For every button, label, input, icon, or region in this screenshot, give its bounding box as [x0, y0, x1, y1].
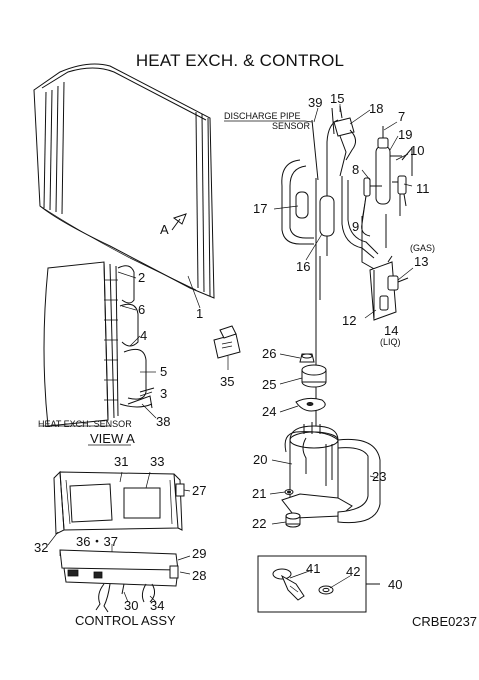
diagram-title: HEAT EXCH. & CONTROL — [136, 51, 344, 70]
callout-38: 38 — [156, 414, 170, 429]
callout-11: 11 — [416, 181, 430, 196]
service-valve-block — [369, 255, 409, 321]
callout-22: 22 — [252, 516, 266, 531]
view-a-label: VIEW A — [90, 431, 135, 446]
discharge-pipe-sensor-label-2: SENSOR — [272, 121, 311, 131]
callout-5: 5 — [160, 364, 167, 379]
callout-15: 15 — [330, 91, 344, 106]
leader-lines — [47, 104, 414, 603]
callout-7: 7 — [398, 109, 405, 124]
compressor-stack — [281, 353, 381, 528]
callout-23: 23 — [372, 469, 386, 484]
callout-20: 20 — [253, 452, 267, 467]
callout-24: 24 — [262, 404, 276, 419]
parts-kit-box — [257, 555, 380, 613]
callout-39: 39 — [308, 95, 322, 110]
callout-25: 25 — [262, 377, 276, 392]
callout-21: 21 — [252, 486, 266, 501]
heat-exch-sensor-label: HEAT EXCH. SENSOR — [38, 419, 132, 429]
callout-14: 14 — [384, 323, 398, 338]
diagram-code: CRBE0237 — [412, 614, 477, 629]
callout-30: 30 — [124, 598, 138, 613]
control-board — [59, 549, 179, 613]
callout-3: 3 — [160, 386, 167, 401]
view-a-detail — [40, 261, 155, 427]
view-a-marker: A — [160, 222, 169, 237]
control-box — [53, 470, 185, 535]
gas-label: (GAS) — [410, 243, 435, 253]
callout-42: 42 — [346, 564, 360, 579]
callout-36-37: 36・37 — [76, 534, 118, 549]
callout-2: 2 — [138, 270, 145, 285]
callout-27: 27 — [192, 483, 206, 498]
callout-6: 6 — [138, 302, 145, 317]
callout-1: 1 — [196, 306, 203, 321]
callout-numbers: 1 2 6 4 5 3 38 39 15 18 7 19 10 8 11 9 1… — [34, 91, 430, 613]
callout-41: 41 — [306, 561, 320, 576]
callout-16: 16 — [296, 259, 310, 274]
callout-19: 19 — [398, 127, 412, 142]
callout-17: 17 — [253, 201, 267, 216]
callout-28: 28 — [192, 568, 206, 583]
callout-34: 34 — [150, 598, 164, 613]
relay-part — [213, 325, 241, 359]
callout-18: 18 — [369, 101, 383, 116]
callout-13: 13 — [414, 254, 428, 269]
discharge-pipe-sensor-label-1: DISCHARGE PIPE — [224, 111, 301, 121]
callout-33: 33 — [150, 454, 164, 469]
callout-4: 4 — [140, 328, 147, 343]
liq-label: (LIQ) — [380, 337, 401, 347]
callout-9: 9 — [352, 219, 359, 234]
callout-26: 26 — [262, 346, 276, 361]
control-assy-label: CONTROL ASSY — [75, 613, 176, 628]
callout-40: 40 — [388, 577, 402, 592]
callout-10: 10 — [410, 143, 424, 158]
piping-assembly — [281, 105, 413, 430]
callout-31: 31 — [114, 454, 128, 469]
callout-32: 32 — [34, 540, 48, 555]
heat-exchanger — [33, 63, 215, 299]
callout-29: 29 — [192, 546, 206, 561]
callout-12: 12 — [342, 313, 356, 328]
callout-8: 8 — [352, 162, 359, 177]
callout-35: 35 — [220, 374, 234, 389]
